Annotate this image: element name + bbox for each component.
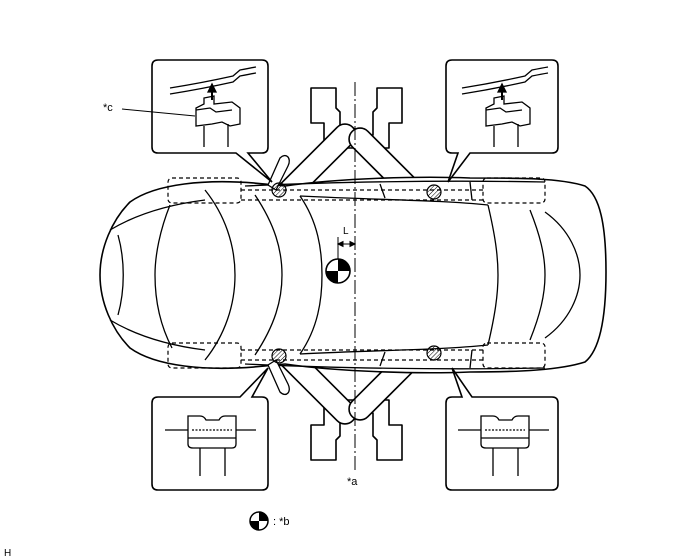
zone-front-right: [167, 342, 242, 369]
jack-pad-front-left: [271, 182, 287, 198]
offset-label: L: [343, 226, 349, 237]
mirror-right: [267, 359, 290, 396]
jack-pad-rear-left: [426, 184, 442, 200]
jack-pads: [271, 182, 442, 364]
callout-bottom-left-detail: [165, 415, 256, 476]
callout-bottom-right-detail: [458, 415, 549, 476]
lift-zones: [167, 177, 546, 369]
center-line-label: *a: [347, 476, 358, 488]
legend-center-of-gravity-icon: [249, 511, 269, 531]
callout-c-label: *c: [103, 102, 113, 114]
mirror-left: [267, 154, 290, 191]
side-mirrors: [267, 154, 290, 396]
center-of-gravity-icon: [325, 258, 351, 284]
jack-pad-rear-right: [426, 345, 442, 361]
callout-c-leader: [121, 108, 196, 117]
callout-top-right-detail: [461, 66, 549, 147]
callout-top-left-detail: [169, 66, 257, 147]
offset-dimension: [336, 237, 357, 262]
legend-label: : *b: [273, 516, 290, 528]
jack-pad-front-right: [271, 348, 287, 364]
corner-code: H: [4, 548, 11, 559]
